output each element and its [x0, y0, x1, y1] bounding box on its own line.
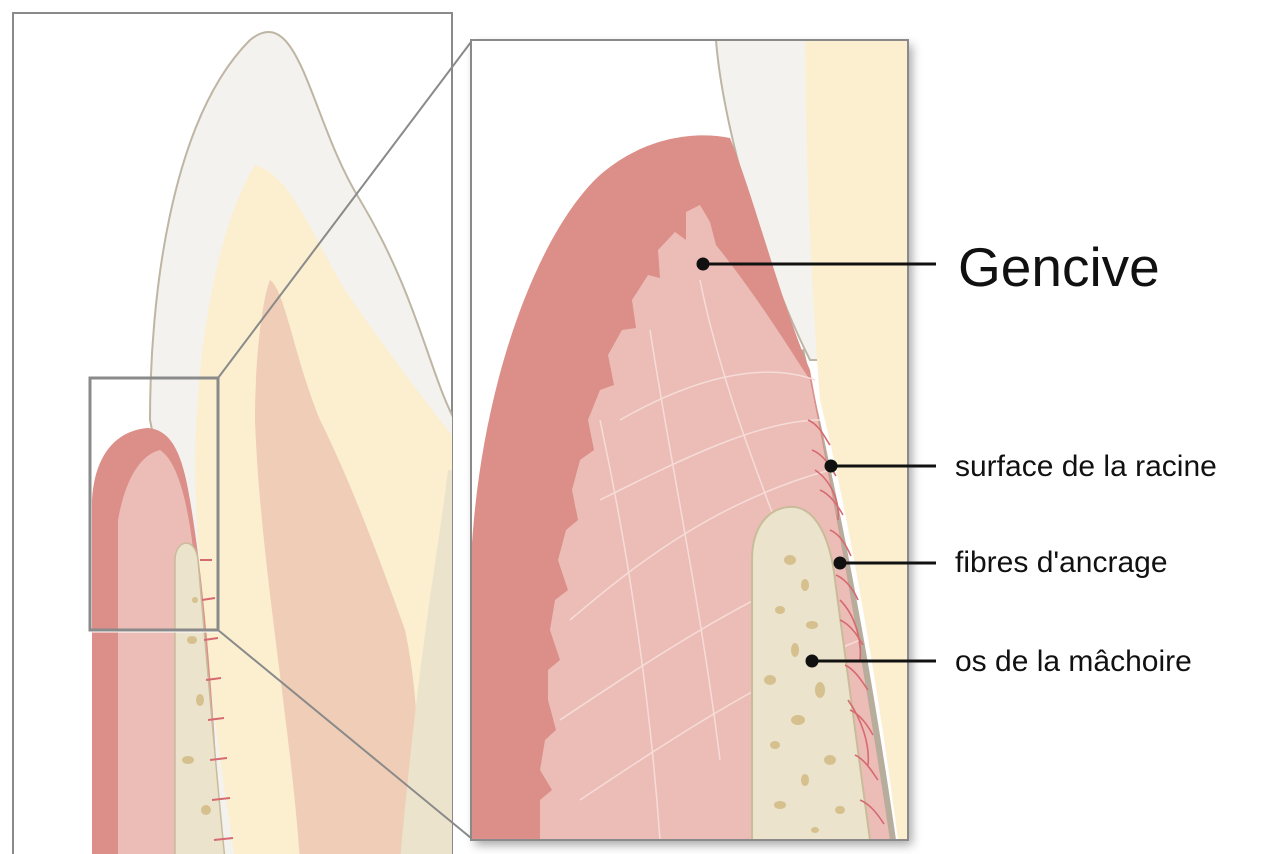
label-gencive: Gencive	[958, 240, 1160, 295]
leader-jaw-bone-dot	[807, 656, 817, 666]
tooth-overview-panel	[13, 13, 460, 854]
gum-detail-panel	[471, 40, 908, 840]
leader-anchor-fibers-dot	[835, 558, 845, 568]
label-root-surface: surface de la racine	[955, 452, 1217, 482]
leader-gencive-dot	[698, 259, 708, 269]
leader-root-surface-dot	[826, 461, 836, 471]
label-jaw-bone: os de la mâchoire	[955, 647, 1192, 677]
label-anchor-fibers: fibres d'ancrage	[955, 548, 1168, 578]
